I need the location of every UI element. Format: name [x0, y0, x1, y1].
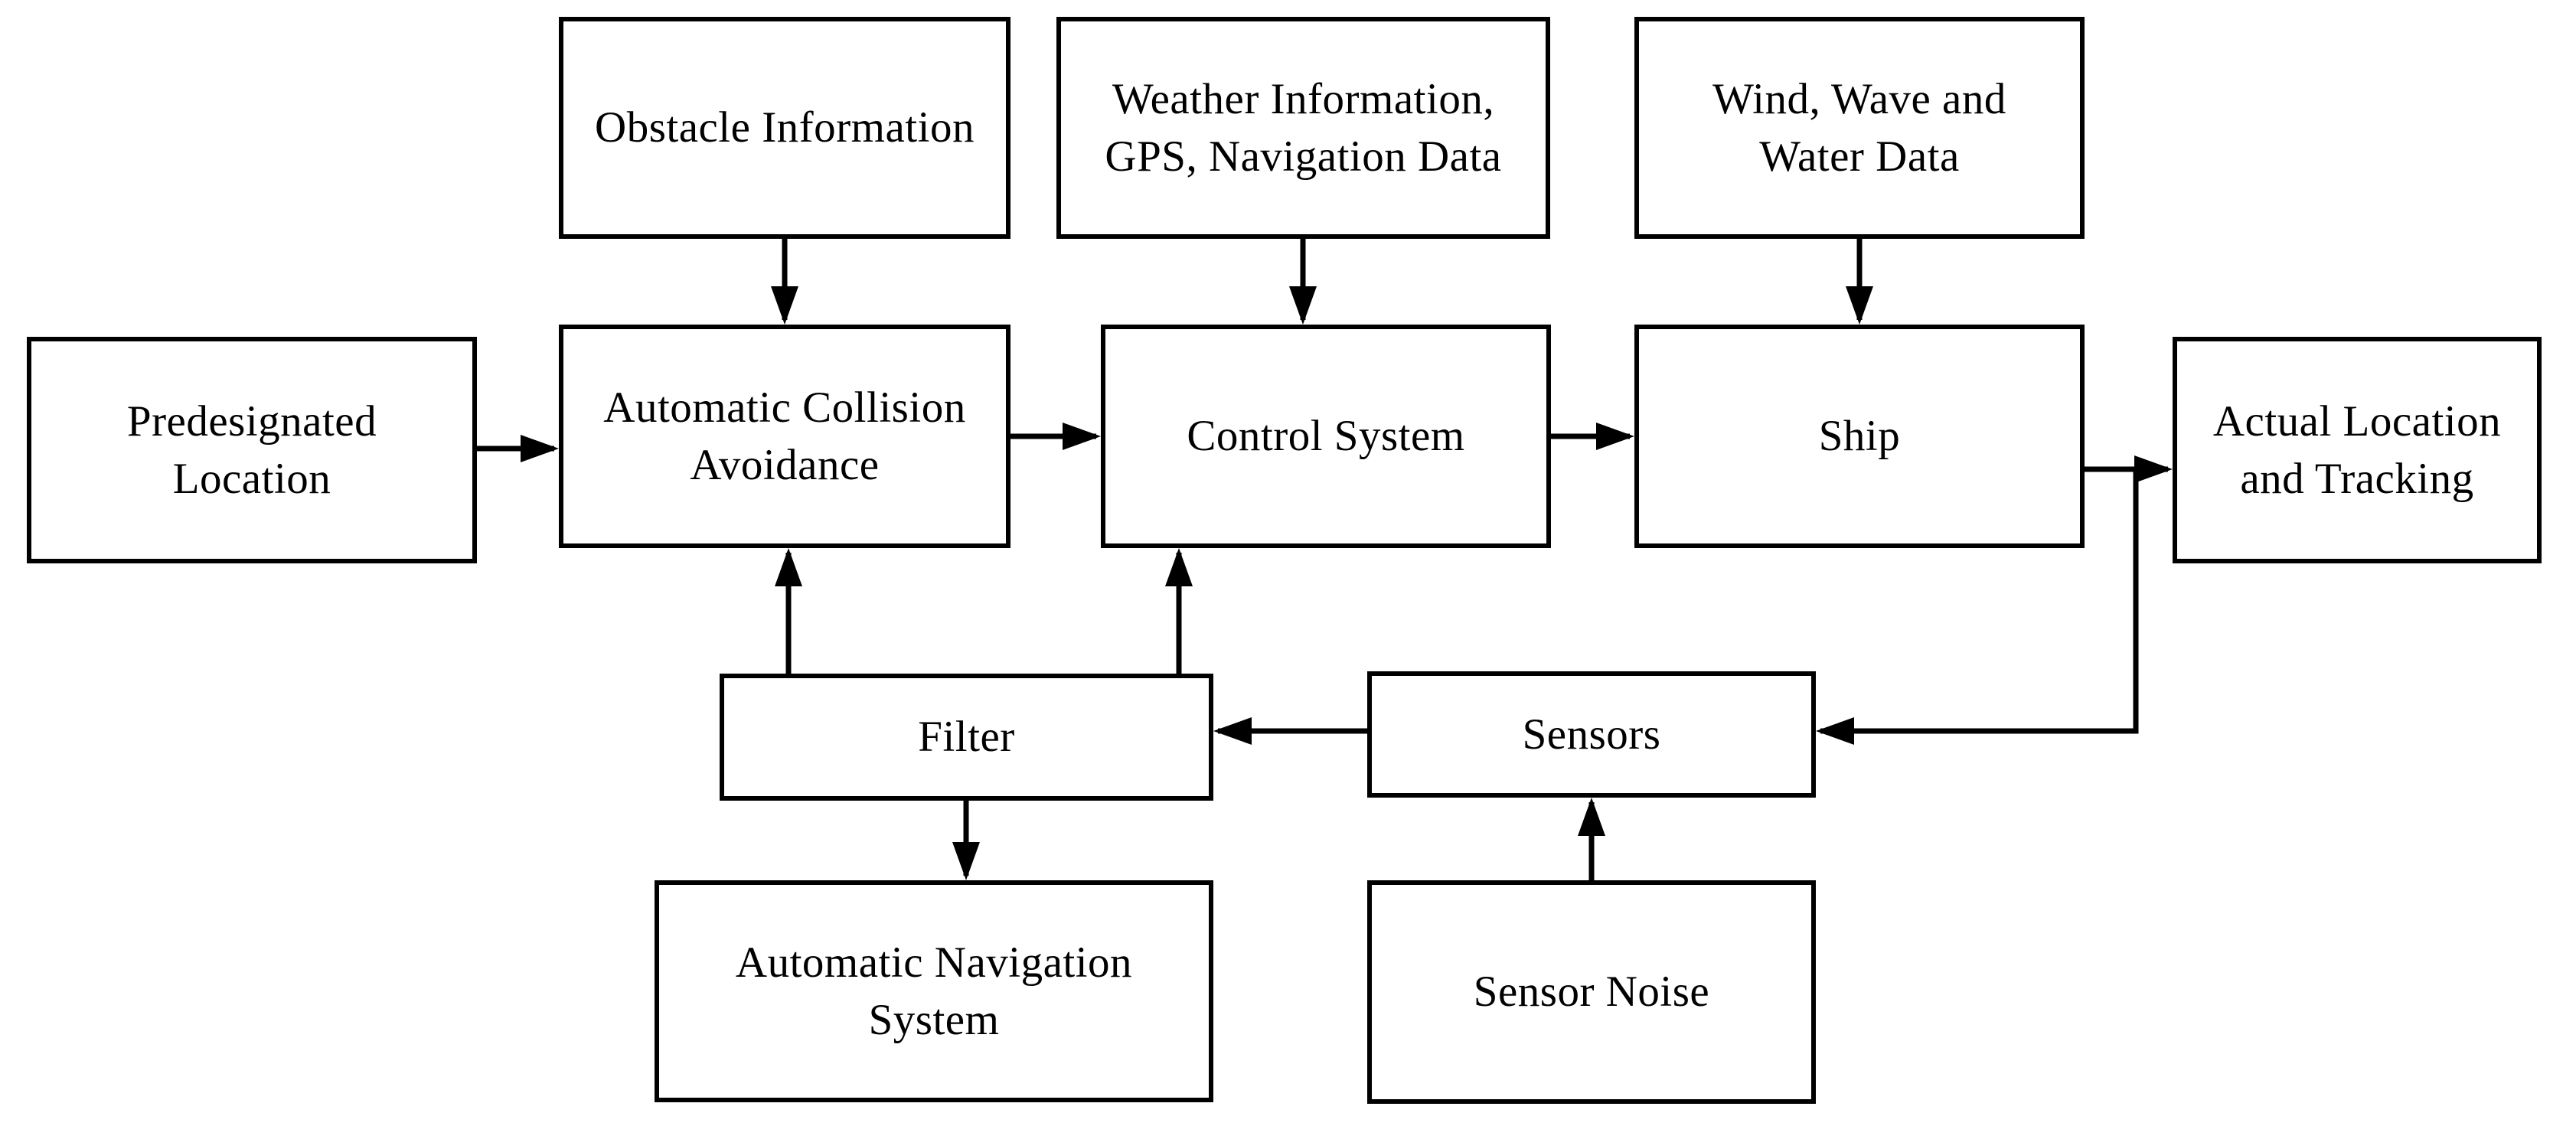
node-sensor-noise-label: Sensor Noise — [1473, 968, 1710, 1017]
arrow-sensors-to-filter — [1213, 717, 1367, 745]
node-ship: Ship — [1634, 325, 2085, 548]
node-obstacle-information-label: Obstacle Information — [595, 103, 975, 152]
arrow-filter-to-navigation-system — [952, 801, 980, 880]
node-actual-location-tracking: Actual Location and Tracking — [2173, 337, 2542, 563]
node-wind-wave-water-data: Wind, Wave and Water Data — [1634, 17, 2085, 239]
arrow-filter-to-collision-avoidance — [775, 548, 802, 674]
node-ship-label: Ship — [1818, 412, 1901, 461]
node-filter: Filter — [720, 674, 1213, 801]
node-filter-label: Filter — [918, 713, 1015, 762]
node-automatic-collision-avoidance: Automatic Collision Avoidance — [559, 325, 1010, 548]
node-control-system-label: Control System — [1187, 412, 1465, 461]
arrow-control-system-to-ship — [1551, 423, 1634, 450]
node-automatic-collision-avoidance-label: Automatic Collision Avoidance — [603, 383, 966, 489]
arrow-ship-to-actual-location — [2085, 455, 2173, 483]
node-actual-location-tracking-label: Actual Location and Tracking — [2212, 397, 2502, 503]
node-sensor-noise: Sensor Noise — [1367, 880, 1816, 1104]
arrow-filter-to-control-system — [1165, 548, 1193, 674]
node-automatic-navigation-system-label: Automatic Navigation System — [735, 938, 1133, 1044]
node-weather-information-label: Weather Information, GPS, Navigation Dat… — [1105, 74, 1502, 181]
arrow-obstacle-to-collision-avoidance — [771, 239, 798, 325]
node-automatic-navigation-system: Automatic Navigation System — [655, 880, 1213, 1102]
arrow-collision-avoidance-to-control-system — [1010, 423, 1101, 450]
arrow-sensor-noise-to-sensors — [1578, 798, 1605, 880]
node-obstacle-information: Obstacle Information — [559, 17, 1010, 239]
node-sensors-label: Sensors — [1522, 710, 1661, 759]
node-predesignated-location-label: Predesignated Location — [126, 397, 377, 503]
node-control-system: Control System — [1101, 325, 1551, 548]
node-sensors: Sensors — [1367, 671, 1816, 798]
node-wind-wave-water-data-label: Wind, Wave and Water Data — [1712, 74, 2006, 181]
node-predesignated-location: Predesignated Location — [27, 337, 477, 563]
arrow-wind-to-ship — [1846, 239, 1873, 325]
arrow-predesignated-to-collision-avoidance — [477, 435, 559, 462]
arrow-weather-to-control-system — [1289, 239, 1317, 325]
arrow-ship-feedback-to-sensors — [1816, 469, 2139, 745]
node-weather-information: Weather Information, GPS, Navigation Dat… — [1056, 17, 1550, 239]
